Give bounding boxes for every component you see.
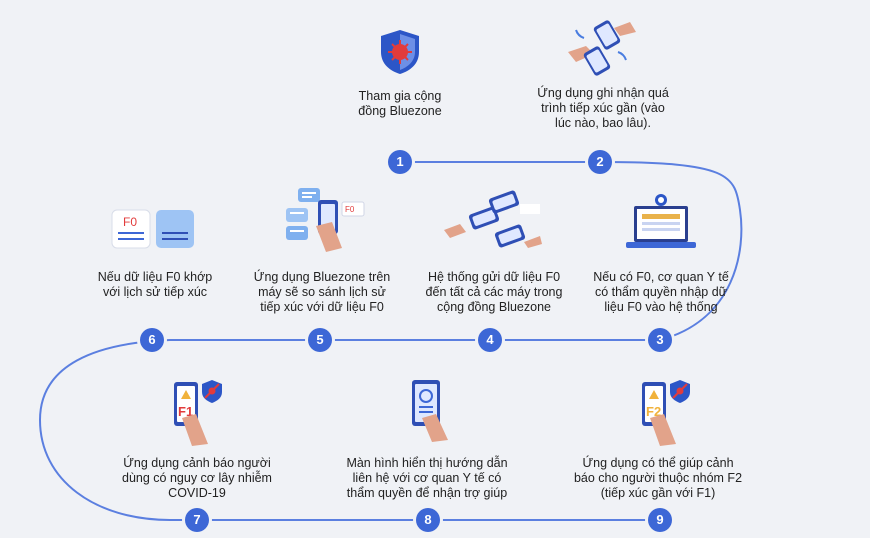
step-badge-7: 7 [185, 508, 209, 532]
f0-label-small: F0 [345, 205, 355, 214]
f0-match-cards-icon: F0 [111, 209, 194, 249]
step-badge-2: 2 [588, 150, 612, 174]
bluezone-shield-icon [381, 30, 419, 74]
step-badge-9: 9 [648, 508, 672, 532]
flow-connector-line [38, 161, 743, 521]
phones-contact-icon [568, 20, 636, 76]
step-badge-3: 3 [648, 328, 672, 352]
phone-compare-icon: F0 [286, 188, 365, 252]
phone-f1-warning-icon: F1 [174, 380, 222, 446]
phone-support-icon [412, 380, 448, 442]
step-badge-5: 5 [308, 328, 332, 352]
step-badge-1: 1 [388, 150, 412, 174]
f1-label: F1 [178, 404, 193, 419]
f2-label: F2 [646, 404, 661, 419]
step-badge-8: 8 [416, 508, 440, 532]
laptop-health-icon [626, 194, 696, 248]
phones-broadcast-icon [444, 190, 542, 248]
step-badge-4: 4 [478, 328, 502, 352]
f0-label: F0 [123, 215, 137, 229]
step-badge-6: 6 [140, 328, 164, 352]
phone-f2-warning-icon: F2 [642, 380, 690, 446]
